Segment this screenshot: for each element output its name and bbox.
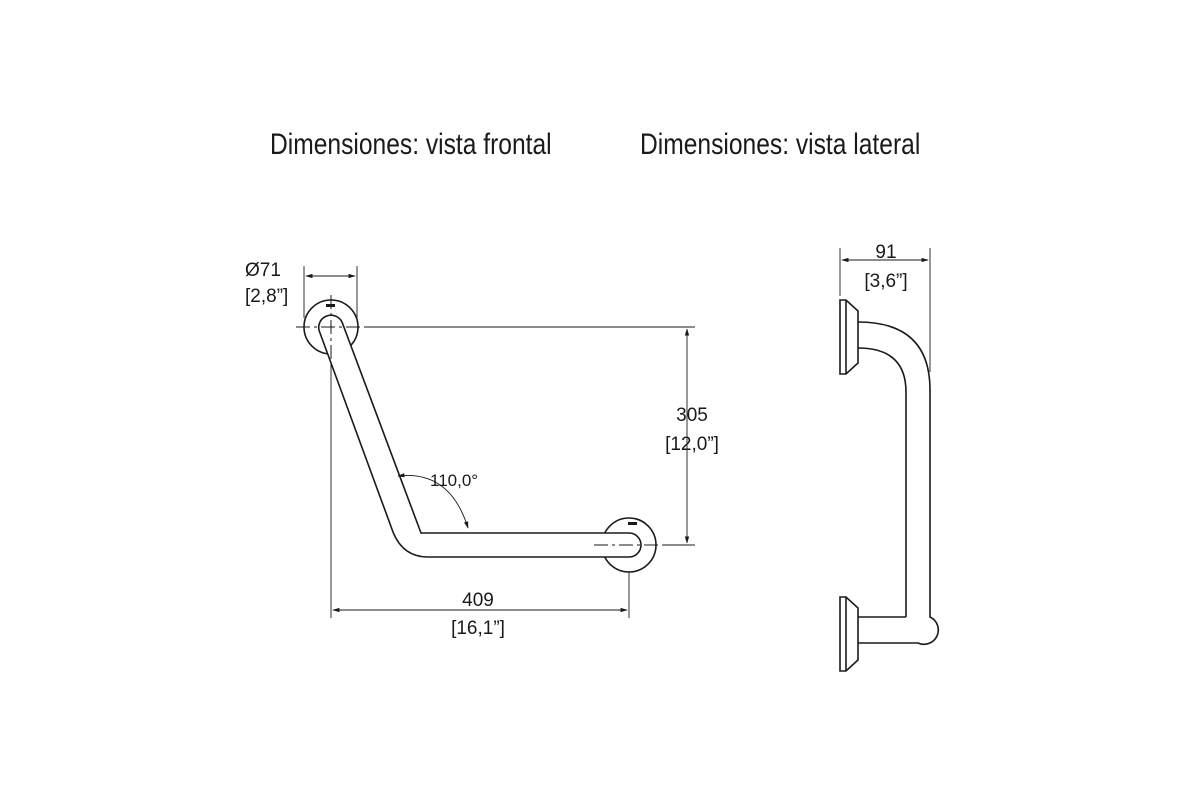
width-in-label: [16,1”] [451, 618, 505, 639]
angle-label: 110,0° [430, 471, 478, 490]
depth-in-label: [3,6”] [864, 271, 907, 292]
diameter-mm-label: Ø71 [245, 260, 281, 281]
diameter-in-label: [2,8”] [245, 286, 288, 307]
front-view-drawing [296, 266, 695, 618]
grab-bar-outline [317, 314, 642, 558]
side-view-drawing [839, 248, 940, 672]
side-view-title: Dimensiones: vista lateral [640, 128, 921, 161]
top-wall-flange [839, 299, 859, 375]
front-view-title: Dimensiones: vista frontal [270, 128, 552, 161]
height-in-label: [12,0”] [665, 434, 719, 455]
height-mm-label: 305 [676, 405, 708, 426]
width-mm-label: 409 [462, 590, 494, 611]
bottom-screw-mark [628, 522, 637, 525]
side-bar-outline [857, 321, 940, 646]
depth-mm-label: 91 [875, 242, 896, 263]
bottom-wall-flange [839, 596, 859, 672]
angle-arc [397, 473, 469, 529]
